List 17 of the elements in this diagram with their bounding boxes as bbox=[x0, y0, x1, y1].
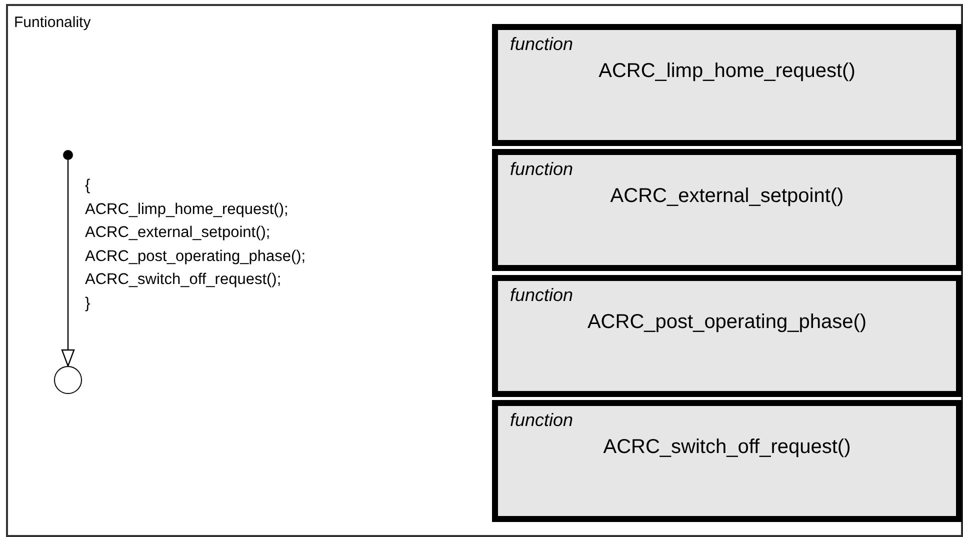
function-name: ACRC_post_operating_phase() bbox=[586, 311, 868, 334]
initial-state-dot bbox=[63, 150, 73, 160]
state-frame bbox=[6, 4, 963, 537]
function-box bbox=[492, 400, 962, 522]
function-name: ACRC_limp_home_request() bbox=[598, 60, 856, 83]
function-keyword: function bbox=[510, 34, 574, 55]
function-name: ACRC_external_setpoint() bbox=[609, 185, 845, 208]
function-keyword: function bbox=[510, 410, 574, 431]
function-box bbox=[492, 24, 962, 146]
function-box bbox=[492, 275, 962, 397]
function-box bbox=[492, 149, 962, 271]
function-keyword: function bbox=[510, 285, 574, 306]
frame-title: Funtionality bbox=[14, 14, 91, 31]
transition-arrow bbox=[61, 160, 75, 367]
function-keyword: function bbox=[510, 159, 574, 180]
function-name: ACRC_switch_off_request() bbox=[602, 436, 852, 459]
final-state-circle bbox=[54, 366, 82, 394]
